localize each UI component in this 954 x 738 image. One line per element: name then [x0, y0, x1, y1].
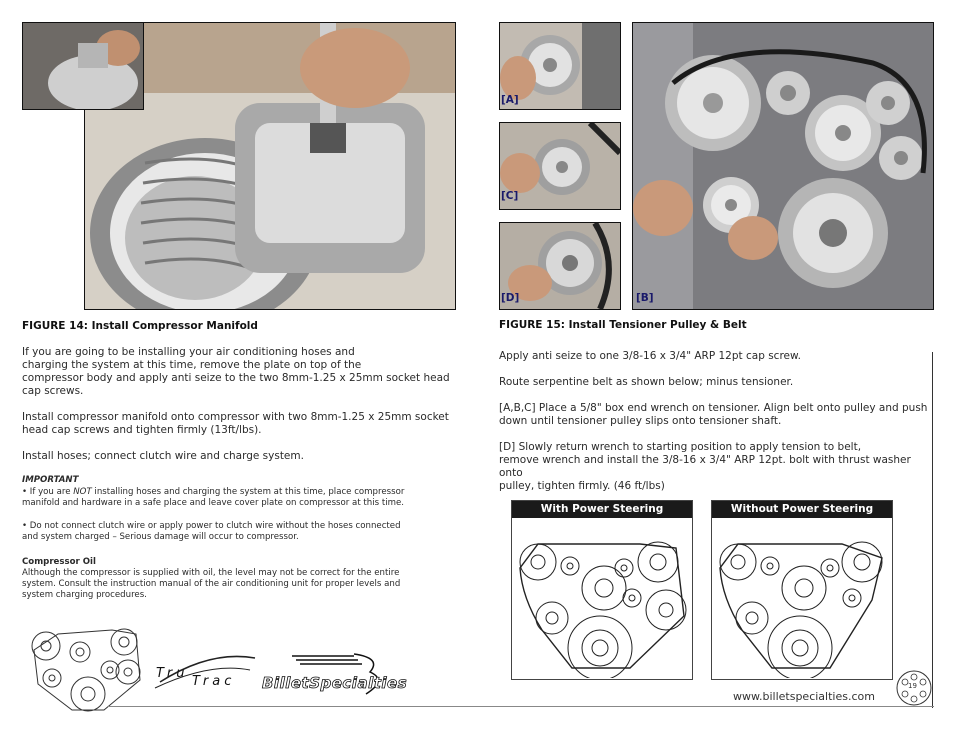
photo-c: [499, 122, 621, 210]
text-line: charging the system at this time, remove…: [22, 359, 362, 371]
text-line: Although the compressor is supplied with…: [22, 568, 400, 578]
figure-15-title: FIGURE 15: Install Tensioner Pulley & Be…: [499, 319, 747, 331]
photo-a-label: [A]: [501, 94, 519, 106]
text-line: and system charged – Serious damage will…: [22, 532, 299, 542]
text-line: remove wrench and install the 3/8-16 x 3…: [499, 454, 911, 479]
compressor-oil-heading: Compressor Oil: [22, 557, 96, 567]
belt-routing-without-ps: [719, 541, 883, 681]
text-line: [A,B,C] Place a 5/8" box end wrench on t…: [499, 402, 928, 414]
photo-c-label: [C]: [501, 190, 519, 202]
hoses-paragraph: Install hoses; connect clutch wire and c…: [22, 450, 304, 462]
trutrac-logo-text-1: Tru: [156, 666, 189, 681]
photo-d: [499, 222, 621, 310]
text-line: pulley, tighten firmly. (46 ft/lbs): [499, 480, 665, 492]
step-anti-seize: Apply anti seize to one 3/8-16 x 3/4" AR…: [499, 350, 801, 362]
belt-routing-with-ps: [519, 541, 687, 681]
step-route-belt: Route serpentine belt as shown below; mi…: [499, 376, 794, 388]
important-note-1: • If you are NOT installing hoses and ch…: [22, 487, 462, 509]
text-line: system charging procedures.: [22, 590, 147, 600]
step-abc: [A,B,C] Place a 5/8" box end wrench on t…: [499, 402, 931, 428]
photo-b-label: [B]: [636, 292, 654, 304]
diagram-without-power-steering-title: Without Power Steering: [712, 501, 892, 518]
text-line: manifold and hardware in a safe place an…: [22, 498, 404, 508]
text-line: If you are going to be installing your a…: [22, 346, 355, 358]
page-number: 19: [908, 682, 917, 690]
trutrac-logo-text-2: Trac: [192, 674, 236, 689]
figure-14-title: FIGURE 14: Install Compressor Manifold: [22, 320, 258, 332]
text-line: [D] Slowly return wrench to starting pos…: [499, 441, 862, 453]
text-line: system. Consult the instruction manual o…: [22, 579, 401, 589]
text-line: compressor body and apply anti seize to …: [22, 372, 450, 384]
compressor-oil-paragraph: Although the compressor is supplied with…: [22, 568, 462, 601]
billet-specialties-logo: BilletSpecialties: [262, 650, 417, 698]
page-number-badge: 19: [896, 670, 932, 706]
pulley-drive-drawing: [28, 624, 146, 712]
text-span: • If you are: [22, 487, 74, 497]
step-d: [D] Slowly return wrench to starting pos…: [499, 441, 931, 493]
compressor-inset-photo: [22, 22, 144, 110]
important-note-2: • Do not connect clutch wire or apply po…: [22, 521, 462, 543]
text-line: down until tensioner pulley slips onto t…: [499, 415, 782, 427]
diagram-with-power-steering-title: With Power Steering: [512, 501, 692, 518]
text-line: Install compressor manifold onto compres…: [22, 411, 449, 423]
website-url: www.billetspecialties.com: [733, 690, 875, 703]
diagram-without-power-steering: Without Power Steering: [711, 500, 893, 681]
photo-b: [632, 22, 934, 310]
intro-paragraph: If you are going to be installing your a…: [22, 346, 462, 398]
not-emphasis: NOT: [73, 487, 92, 497]
compressor-manifold-photo: [84, 22, 456, 310]
install-paragraph: Install compressor manifold onto compres…: [22, 411, 462, 437]
right-column-divider: [932, 352, 933, 708]
text-span: installing hoses and charging the system…: [91, 487, 405, 497]
billet-specialties-logo-text: BilletSpecialties: [262, 674, 408, 693]
photo-d-label: [D]: [501, 292, 520, 304]
trutrac-logo: Tru Trac: [150, 652, 260, 692]
text-line: head cap screws and tighten firmly (13ft…: [22, 424, 262, 436]
diagram-with-power-steering: With Power Steering: [511, 500, 693, 681]
footer-rule: [108, 706, 934, 707]
important-heading: IMPORTANT: [22, 475, 79, 485]
text-line: • Do not connect clutch wire or apply po…: [22, 521, 401, 531]
photo-a: [499, 22, 621, 110]
text-line: cap screws.: [22, 385, 84, 397]
